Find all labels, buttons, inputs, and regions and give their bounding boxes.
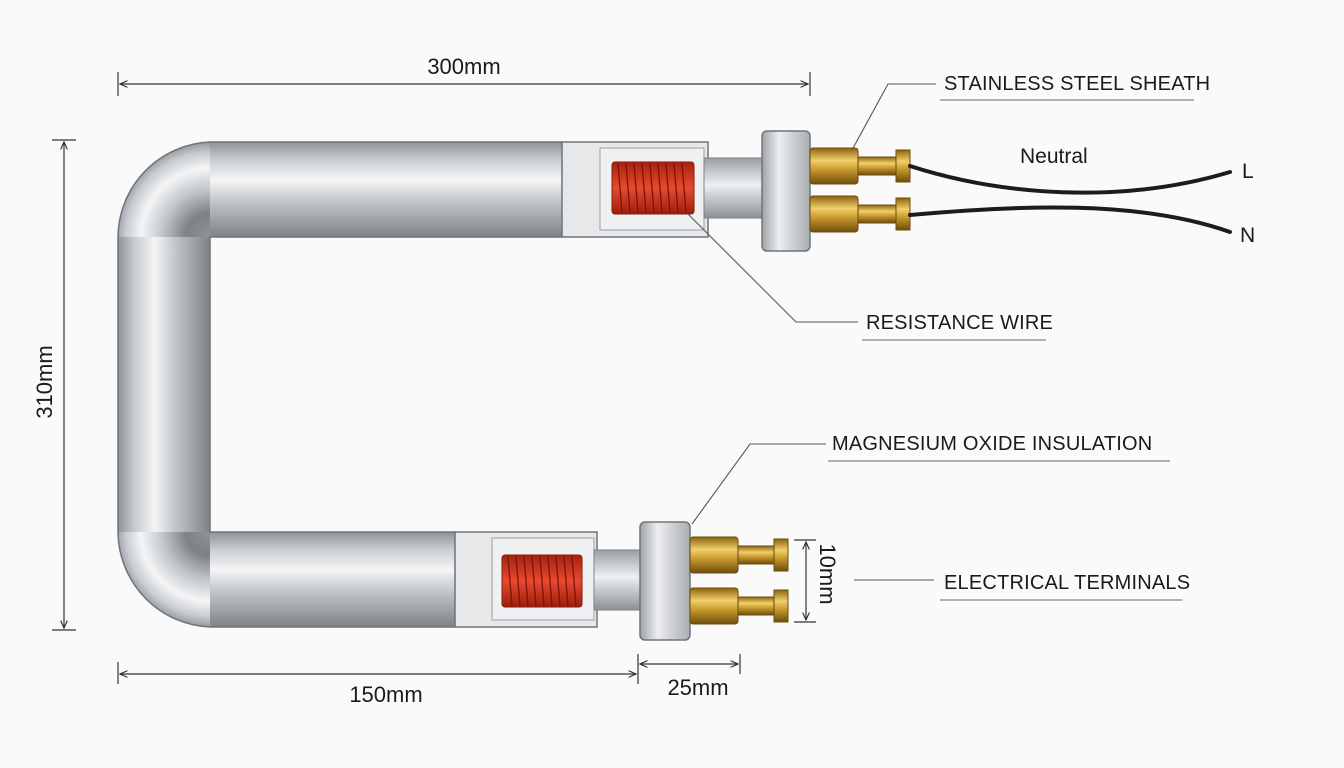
top-cutaway xyxy=(561,141,765,238)
dimension-310mm: 310mm xyxy=(32,139,76,631)
vertical-tube xyxy=(118,237,210,532)
dim-overall-length: 300mm xyxy=(427,54,500,79)
dim-straight-section: 150mm xyxy=(349,682,422,707)
label-stainless-steel-sheath: STAINLESS STEEL SHEATH xyxy=(944,73,1210,95)
dimension-300mm: 300mm xyxy=(117,54,811,96)
label-live-terminal: L xyxy=(1242,160,1254,183)
top-terminals xyxy=(809,147,911,233)
dimension-150mm: 150mm xyxy=(117,654,639,707)
bottom-tube xyxy=(210,532,455,627)
callout-insulation: MAGNESIUM OXIDE INSULATION xyxy=(691,433,1170,525)
dimension-25mm: 25mm xyxy=(640,654,741,700)
live-cable xyxy=(908,164,1232,195)
label-electrical-terminals: ELECTRICAL TERMINALS xyxy=(944,572,1190,594)
callout-sheath: STAINLESS STEEL SHEATH xyxy=(851,73,1210,151)
dim-overall-height: 310mm xyxy=(32,345,57,418)
top-flange xyxy=(761,130,811,252)
label-neutral-wire: Neutral xyxy=(1020,145,1088,168)
dimension-10mm: 10mm xyxy=(794,539,840,623)
top-tube xyxy=(210,142,562,237)
label-magnesium-oxide-insulation: MAGNESIUM OXIDE INSULATION xyxy=(832,433,1152,455)
bottom-bend xyxy=(118,532,210,627)
bottom-cutaway xyxy=(454,531,641,628)
dim-flange-to-terminal: 25mm xyxy=(667,675,728,700)
label-resistance-wire: RESISTANCE WIRE xyxy=(866,312,1053,334)
neutral-cable xyxy=(908,205,1232,234)
label-neutral-terminal: N xyxy=(1240,224,1255,247)
bottom-flange xyxy=(639,521,691,641)
callout-terminals: ELECTRICAL TERMINALS xyxy=(854,572,1190,601)
u-tube-sheath xyxy=(117,141,562,628)
resistance-coil-top xyxy=(611,161,695,215)
bottom-terminals xyxy=(689,536,789,625)
dim-terminal-spacing: 10mm xyxy=(815,543,840,604)
callout-resistance-wire: RESISTANCE WIRE xyxy=(687,213,1053,341)
top-bend xyxy=(118,142,210,237)
